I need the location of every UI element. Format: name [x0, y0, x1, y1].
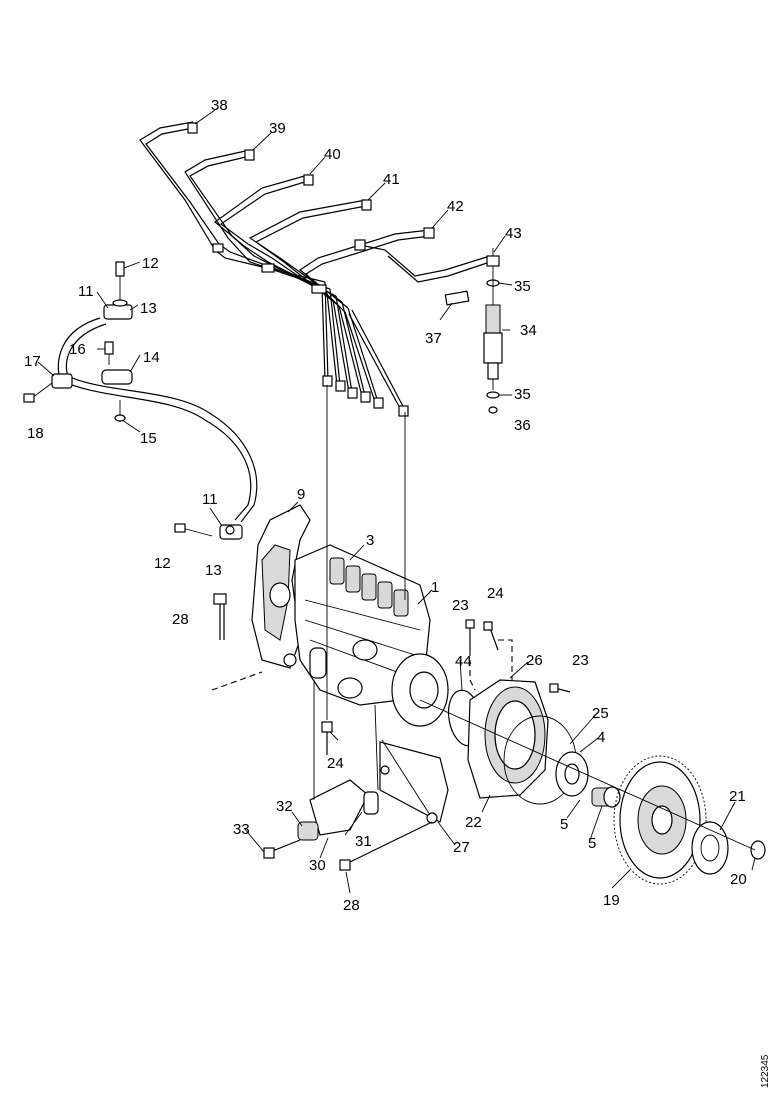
callout-5-upper: 5 [560, 816, 568, 833]
support-bracket-assembly [263, 385, 449, 871]
callout-4: 4 [597, 729, 605, 746]
callout-labels: 38 39 40 41 42 43 35 34 37 35 36 12 11 1… [24, 97, 771, 1088]
callout-39: 39 [269, 120, 286, 137]
callout-33: 33 [233, 821, 250, 838]
callout-23-right: 23 [572, 652, 589, 669]
drive-housing [419, 619, 766, 885]
callout-38: 38 [211, 97, 228, 114]
callout-26: 26 [526, 652, 543, 669]
callout-21: 21 [729, 788, 746, 805]
callout-35-lower: 35 [514, 386, 531, 403]
callout-3: 3 [366, 532, 374, 549]
callout-25: 25 [592, 705, 609, 722]
injection-lines [139, 121, 491, 417]
injection-pump [251, 504, 449, 727]
callout-41: 41 [383, 171, 400, 188]
callout-17: 17 [24, 353, 41, 370]
leader-lines [37, 109, 756, 894]
bolt-29 [213, 593, 227, 640]
callout-18: 18 [27, 425, 44, 442]
callout-32: 32 [276, 798, 293, 815]
callout-12-upper: 12 [142, 255, 159, 272]
callout-42: 42 [447, 198, 464, 215]
callout-19: 19 [603, 892, 620, 909]
callout-13-lower: 13 [205, 562, 222, 579]
callout-5-lower: 5 [588, 835, 596, 852]
callout-37: 37 [425, 330, 442, 347]
callout-11-upper: 11 [78, 283, 94, 300]
callout-34: 34 [520, 322, 537, 339]
callout-24-lower: 24 [327, 755, 344, 772]
callout-28: 28 [343, 897, 360, 914]
callout-22: 22 [465, 814, 482, 831]
callout-35-upper: 35 [514, 278, 531, 295]
callout-20: 20 [730, 871, 747, 888]
callout-29: 28 [172, 611, 189, 628]
callout-16: 16 [69, 341, 86, 358]
callout-1: 1 [431, 579, 439, 596]
callout-24-upper: 24 [487, 585, 504, 602]
callout-36: 36 [514, 417, 531, 434]
callout-43: 43 [505, 225, 522, 242]
callout-12-lower: 12 [154, 555, 171, 572]
callout-40: 40 [324, 146, 341, 163]
injector-assembly [483, 248, 503, 414]
axis-line [211, 671, 263, 691]
callout-30: 30 [309, 857, 326, 874]
callout-31: 31 [355, 833, 372, 850]
callout-14: 14 [143, 349, 160, 366]
callout-9: 9 [297, 486, 305, 503]
document-id: 122345 [760, 1054, 771, 1088]
callout-44: 44 [455, 653, 472, 670]
fuel-hose-assembly [23, 261, 258, 540]
callout-13-upper: 13 [140, 300, 157, 317]
callout-27: 27 [453, 839, 470, 856]
callout-11-lower: 11 [202, 491, 218, 508]
callout-23-left: 23 [452, 597, 469, 614]
callout-15: 15 [140, 430, 157, 447]
